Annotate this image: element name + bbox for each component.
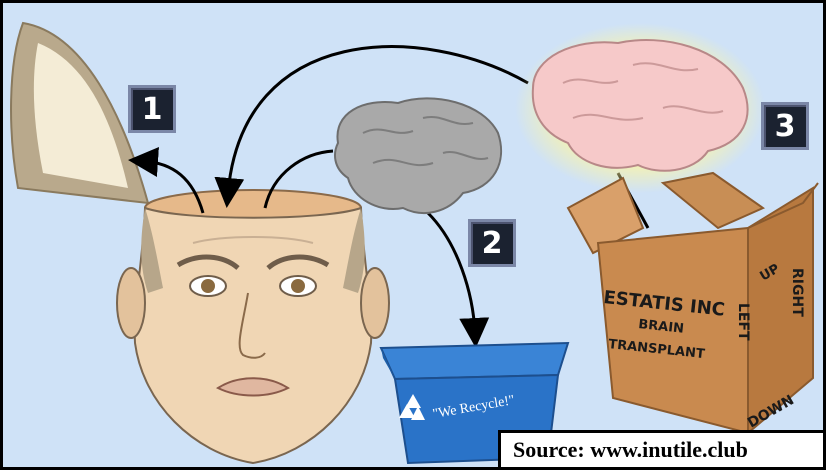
step-badge-1: 1: [128, 85, 176, 133]
head-icon: [117, 190, 389, 463]
box-side-left: LEFT: [735, 303, 751, 341]
box-side-right: RIGHT: [789, 268, 805, 317]
step-badge-2: 2: [468, 219, 516, 267]
step-badge-3: 3: [761, 102, 809, 150]
brain-transplant-scene: "We Recycle!" ESTATIS INC BRAIN TRANSPLA…: [3, 3, 826, 470]
grey-brain-icon: [335, 98, 501, 213]
source-caption: Source: www.inutile.club: [498, 430, 826, 470]
pink-brain-icon: [515, 23, 765, 193]
